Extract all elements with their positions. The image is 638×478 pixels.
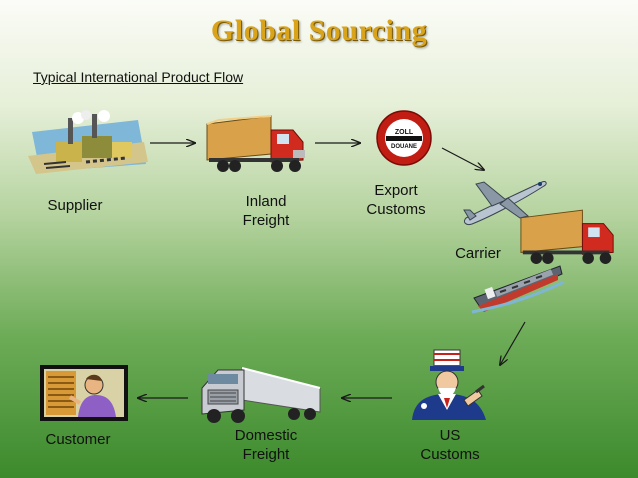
semi-truck-icon [201,367,321,423]
domestic-freight-label: Domestic Freight [216,426,316,464]
cargo-ship-icon [471,265,565,314]
truck-icon [520,209,614,264]
sign-bottom-text: DOUANE [391,144,417,150]
uncle-sam-icon [412,349,486,420]
us-customs-label-line1: US [439,427,461,444]
carrier-label: Carrier [455,245,501,262]
airplane-icon [463,181,547,225]
domestic-freight-label-line1: Domestic [234,427,298,444]
us-customs-label-line2: Customs [420,446,480,463]
inland-freight-label: Inland Freight [216,192,316,230]
truck-icon [206,115,305,172]
inland-freight-label-line1: Inland [245,193,287,210]
us-customs-label: US Customs [400,426,500,464]
customer-label: Customer [45,431,111,448]
export-customs-label-line2: Customs [366,201,426,218]
supplier-label: Supplier [47,197,103,214]
factory-icon [28,110,148,174]
customer-worker-icon [40,365,128,421]
slide-title: Global Sourcing [210,14,428,47]
slide-subtitle: Typical International Product Flow [33,69,244,85]
arrow-export-to-carrier [441,147,484,170]
inland-freight-label-line2: Freight [242,212,290,229]
sign-top-text: ZOLL [395,129,414,136]
customs-stop-sign-icon: ZOLL DOUANE [376,110,432,166]
export-customs-label: Export Customs [346,181,446,219]
arrow-carrier-to-us-customs [500,321,526,365]
export-customs-label-line1: Export [374,182,418,199]
domestic-freight-label-line2: Freight [242,446,290,463]
